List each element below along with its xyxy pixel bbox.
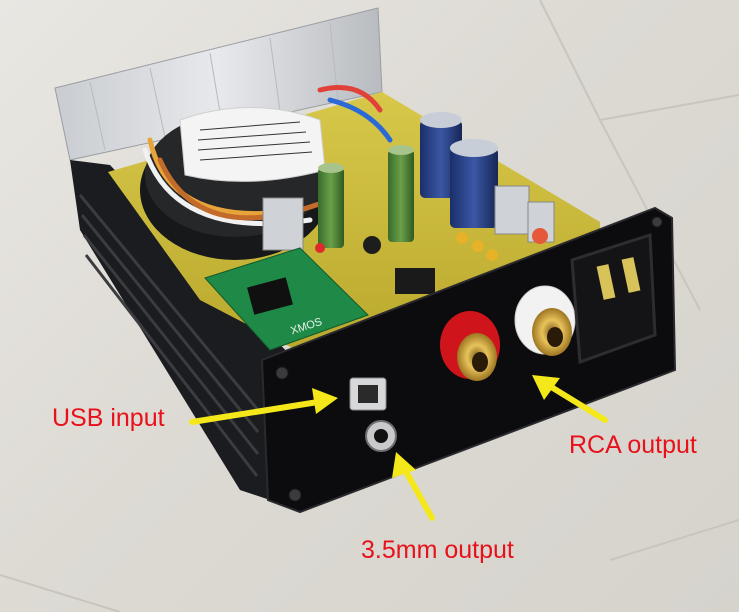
rca-output-label: RCA output bbox=[569, 431, 697, 459]
board-components bbox=[315, 228, 548, 294]
regulators bbox=[262, 185, 555, 251]
xmos-usb-module: XMOS bbox=[204, 247, 369, 351]
panel-screws bbox=[275, 216, 663, 502]
callout-arrows bbox=[189, 375, 608, 521]
usb-b-port bbox=[349, 377, 387, 411]
mm-output-label: 3.5mm output bbox=[361, 536, 514, 564]
usb-input-label: USB input bbox=[52, 404, 165, 432]
rca-right-socket bbox=[514, 285, 576, 356]
rca-left-socket bbox=[440, 311, 500, 381]
power-inlet bbox=[570, 232, 657, 365]
capacitors bbox=[318, 112, 498, 248]
headphone-jack bbox=[365, 420, 397, 452]
